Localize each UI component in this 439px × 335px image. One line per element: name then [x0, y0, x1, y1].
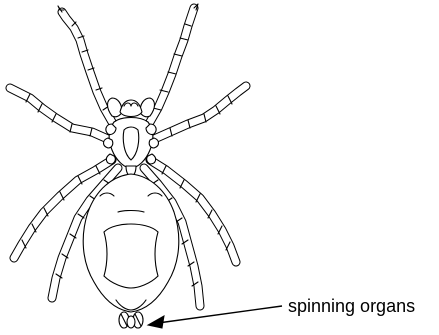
spinning-organs-annotation: spinning organs — [148, 296, 415, 328]
spider-drawing — [10, 4, 246, 328]
pointer-line — [158, 306, 282, 323]
right-leg-1 — [150, 4, 198, 122]
abdomen — [83, 174, 179, 312]
spinning-organs-label: spinning organs — [288, 296, 415, 316]
left-leg-1 — [58, 6, 112, 122]
chelicerae — [108, 98, 155, 117]
cephalothorax — [104, 118, 159, 169]
arrowhead-icon — [148, 316, 164, 328]
spinnerets — [119, 312, 143, 328]
